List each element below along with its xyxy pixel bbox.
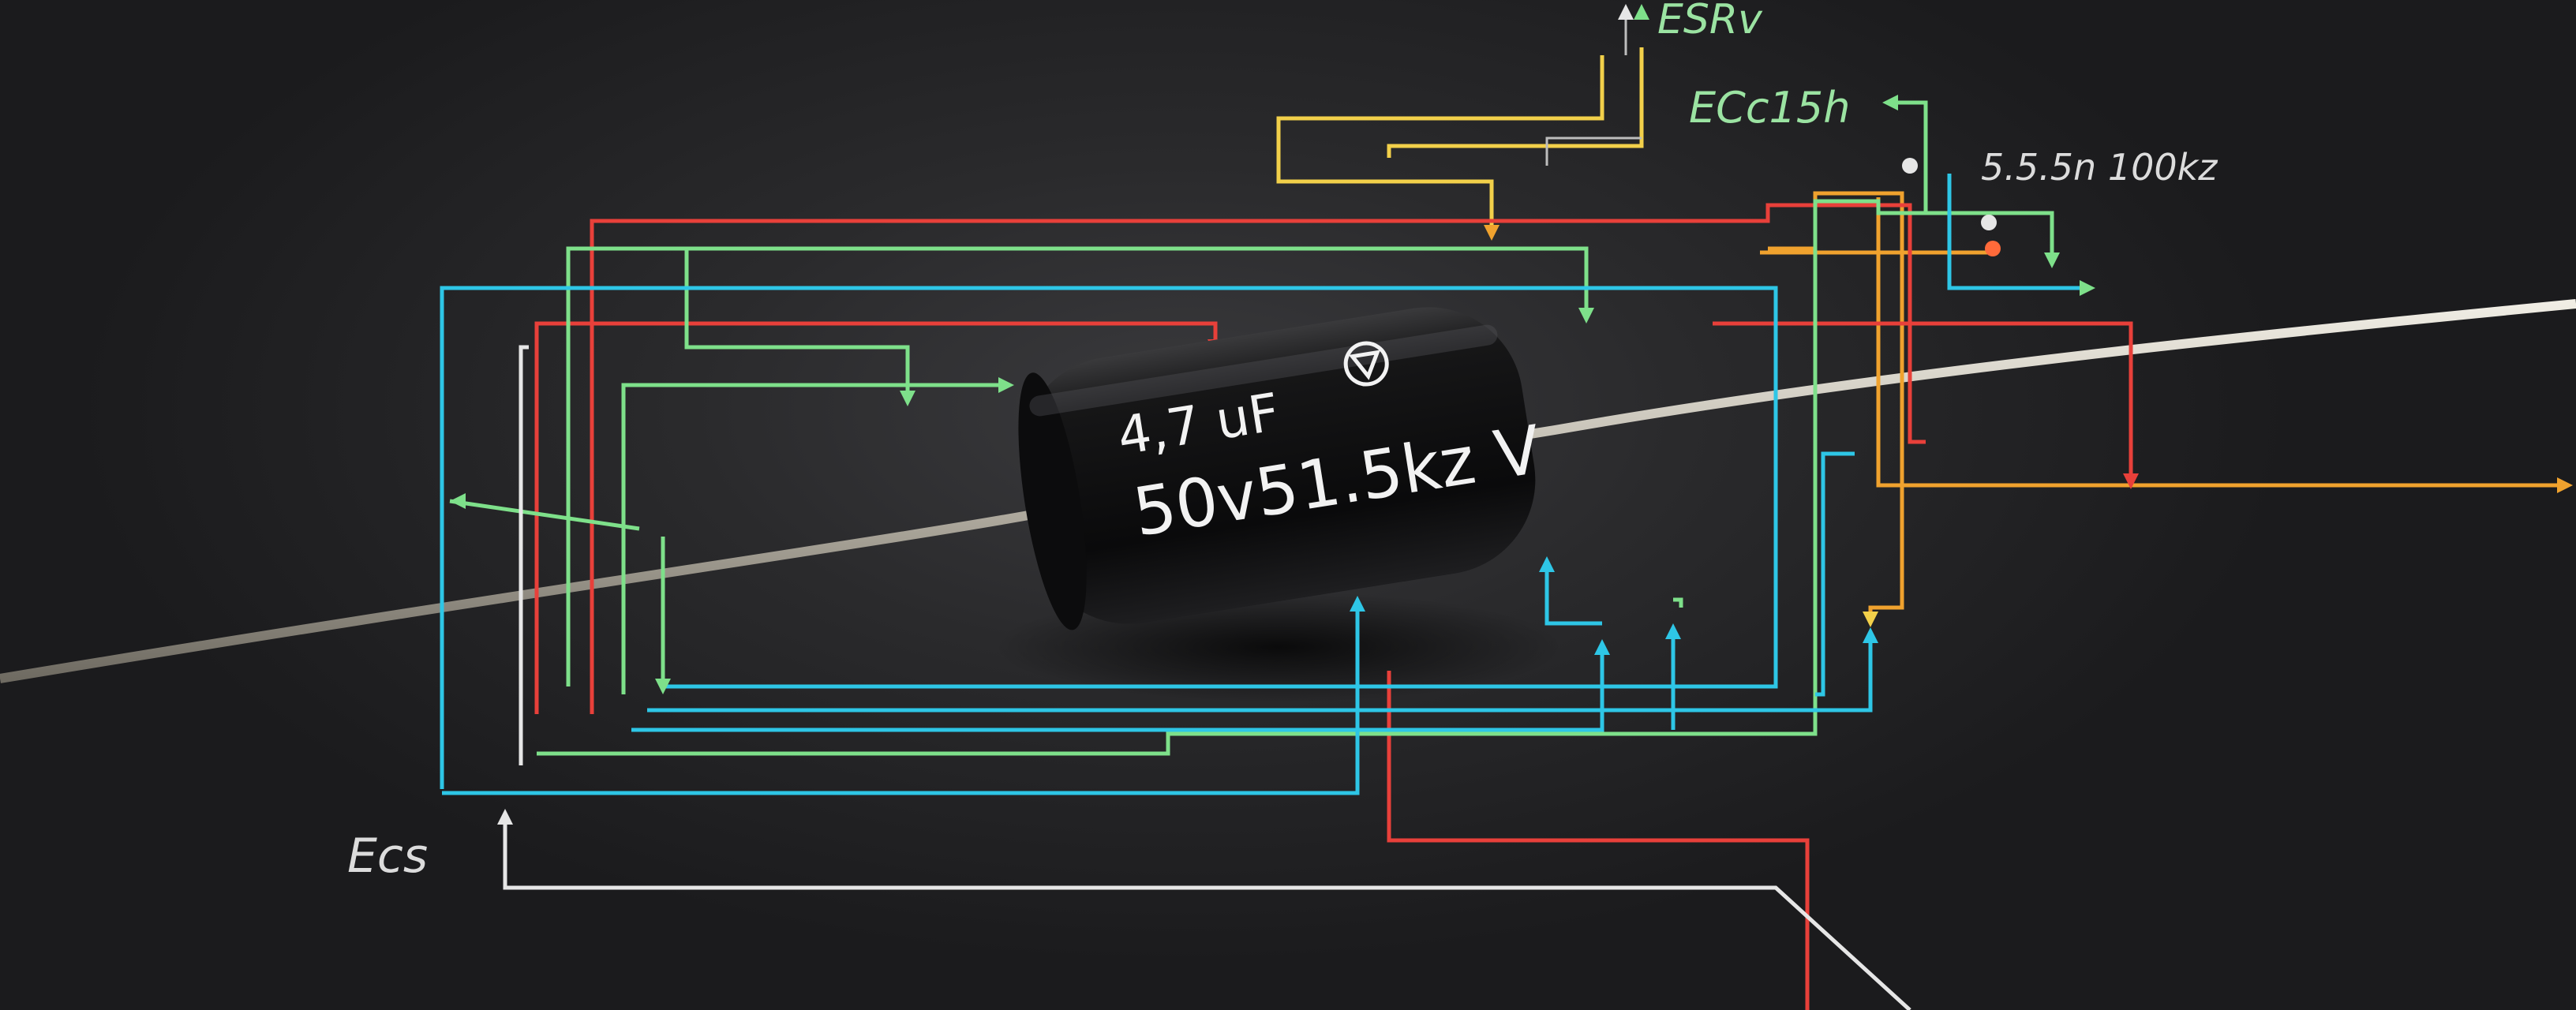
arrow-green-right-2 (2080, 280, 2095, 296)
trace-cyan-7 (1815, 451, 1855, 697)
arrow-orange-down (1484, 225, 1500, 241)
node-orange (1985, 241, 2001, 256)
trace-cyan-2 (442, 608, 1360, 795)
trace-green-4 (621, 383, 1002, 694)
node-white-2 (1981, 215, 1997, 230)
arrow-green-left-2 (1882, 95, 1898, 110)
trace-cyan-8 (1947, 174, 2091, 290)
trace-cyan-3 (647, 639, 1873, 713)
trace-white (519, 345, 529, 765)
arrow-red-down-2 (2123, 473, 2139, 489)
trace-red-3 (1387, 671, 1810, 1010)
trace-cyan-4 (631, 647, 1604, 732)
trace-green-2 (537, 199, 2054, 756)
arrow-green-down-3 (655, 679, 671, 694)
trace-white-2 (503, 813, 1911, 1010)
arrow-white-up-2 (1618, 4, 1634, 20)
trace-green-8 (1886, 100, 1928, 213)
arrow-orange-right (2557, 477, 2573, 493)
trace-cyan (440, 286, 1778, 789)
trace-red (590, 203, 1926, 714)
arrow-cyan-up-2 (1594, 639, 1610, 655)
trace-orange (1876, 197, 2565, 488)
arrow-green-down-4 (2044, 252, 2060, 268)
arrow-cyan-up-4 (1863, 627, 1878, 643)
arrow-green-up (1634, 4, 1649, 20)
label-freq: 5.5.5n 100kz (1981, 146, 2218, 189)
capacitor-body (1021, 307, 1536, 624)
arrow-cyan-up (1350, 596, 1365, 612)
trace-yellow (1276, 55, 1604, 237)
circuit-traces (440, 16, 2565, 1010)
arrow-cyan-up-5 (1539, 556, 1555, 572)
polarity-icon (1343, 341, 1389, 387)
arrow-cyan-up-3 (1665, 623, 1681, 639)
arrow-green-down (1578, 308, 1594, 324)
trace-green (566, 246, 1589, 686)
trace-red-4 (1713, 321, 2133, 481)
label-ecs: Ecs (347, 829, 428, 884)
trace-green-5 (449, 499, 640, 531)
trace-green-3 (684, 249, 910, 398)
arrow-white-up (497, 809, 513, 825)
arrow-green-left (450, 493, 466, 509)
trace-orange-2 (1768, 191, 1904, 623)
trace-yellow-2 (1387, 47, 1644, 158)
arrow-yellow-down (1863, 612, 1878, 627)
trace-red-2 (534, 321, 1218, 714)
trace-white-3 (1545, 137, 1642, 166)
label-esr: ESRv (1657, 0, 1763, 43)
arrow-green-right (998, 377, 1014, 393)
arrow-green-down-2 (900, 391, 915, 406)
trace-green-7 (1673, 597, 1683, 608)
trace-cyan-6 (1544, 568, 1602, 626)
node-white (1902, 158, 1918, 174)
label-ecc: ECc15h (1689, 83, 1850, 133)
capacitor: 4,7 uF 50v51.5kz V (1018, 307, 1546, 630)
capacitor-end-cap (1018, 372, 1087, 630)
